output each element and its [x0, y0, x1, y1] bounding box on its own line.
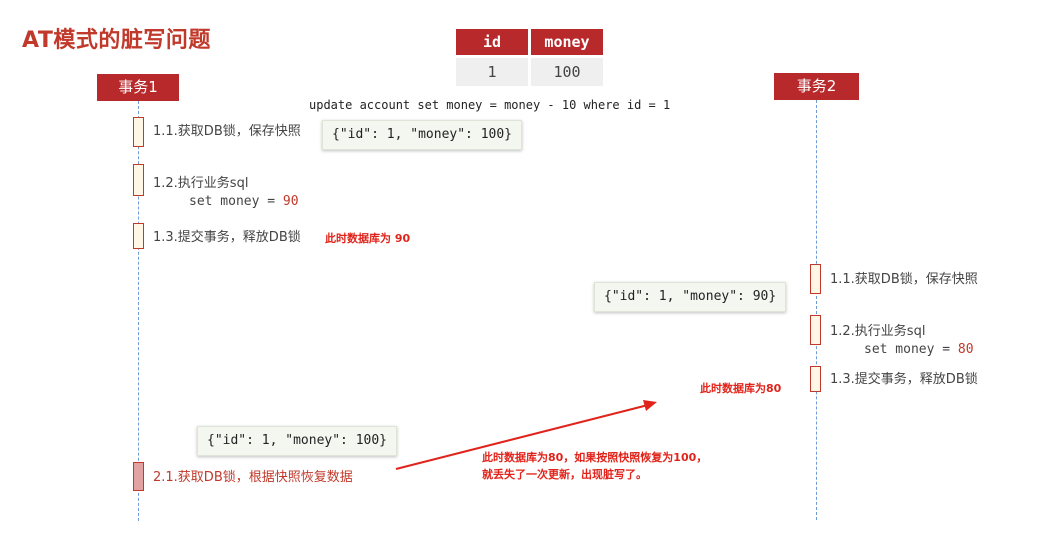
restore-arrow-line [395, 404, 649, 470]
note-db-90: 此时数据库为 90 [325, 232, 411, 245]
tx2-step-3: 1.3.提交事务，释放DB锁 [830, 372, 978, 387]
table-row: 1 100 [456, 55, 603, 86]
activation-tx2-1 [810, 264, 821, 294]
tx2-step-2: 1.2.执行业务sql set money = 80 [830, 323, 974, 359]
note-dirty-write-line-1: 此时数据库为80，如果按照快照恢复为100， [482, 451, 708, 464]
lifeline-transaction-2 [816, 100, 817, 520]
tx1-step-4: 2.1.获取DB锁，根据快照恢复数据 [153, 470, 353, 485]
cell-id: 1 [456, 55, 528, 86]
tx2-step-2-label: 1.2.执行业务sql [830, 324, 926, 339]
activation-tx1-1 [133, 117, 144, 147]
account-table: id money 1 100 [453, 29, 606, 86]
activation-tx1-3 [133, 223, 144, 249]
note-dirty-write-line-2: 就丢失了一次更新，出现脏写了。 [482, 468, 647, 481]
actor-transaction-1: 事务1 [97, 74, 179, 101]
snapshot-box-1: {"id": 1, "money": 100} [322, 120, 523, 150]
table-header-row: id money [456, 29, 603, 55]
tx1-step-2-sql-value: 90 [282, 194, 299, 209]
activation-tx2-2 [810, 315, 821, 345]
tx1-step-2-sql: set money = 90 [153, 193, 299, 211]
activation-tx1-2 [133, 164, 144, 196]
tx2-step-2-sql-value: 80 [957, 342, 974, 357]
column-header-id: id [456, 29, 528, 55]
activation-tx1-4 [133, 462, 144, 491]
tx1-step-2-label: 1.2.执行业务sql [153, 176, 249, 191]
note-dirty-write: 此时数据库为80，如果按照快照恢复为100， 就丢失了一次更新，出现脏写了。 [482, 449, 707, 483]
tx2-step-1: 1.1.获取DB锁，保存快照 [830, 272, 978, 287]
cell-money: 100 [531, 55, 603, 86]
tx1-step-2-sql-prefix: set money = [189, 194, 283, 209]
tx1-step-1: 1.1.获取DB锁，保存快照 [153, 124, 301, 139]
lifeline-transaction-1 [138, 101, 139, 521]
tx2-step-2-sql: set money = 80 [830, 341, 974, 359]
tx2-step-2-sql-prefix: set money = [864, 342, 958, 357]
sql-statement: update account set money = money - 10 wh… [309, 98, 671, 112]
tx1-step-3: 1.3.提交事务，释放DB锁 [153, 230, 301, 245]
tx1-step-2: 1.2.执行业务sql set money = 90 [153, 175, 299, 211]
snapshot-box-2: {"id": 1, "money": 90} [594, 282, 787, 312]
actor-transaction-2: 事务2 [774, 73, 859, 100]
restore-arrow-head [643, 400, 657, 411]
column-header-money: money [531, 29, 603, 55]
page-title: AT模式的脏写问题 [22, 28, 211, 53]
note-db-80: 此时数据库为80 [700, 382, 782, 395]
snapshot-box-3: {"id": 1, "money": 100} [197, 426, 398, 456]
activation-tx2-3 [810, 366, 821, 392]
